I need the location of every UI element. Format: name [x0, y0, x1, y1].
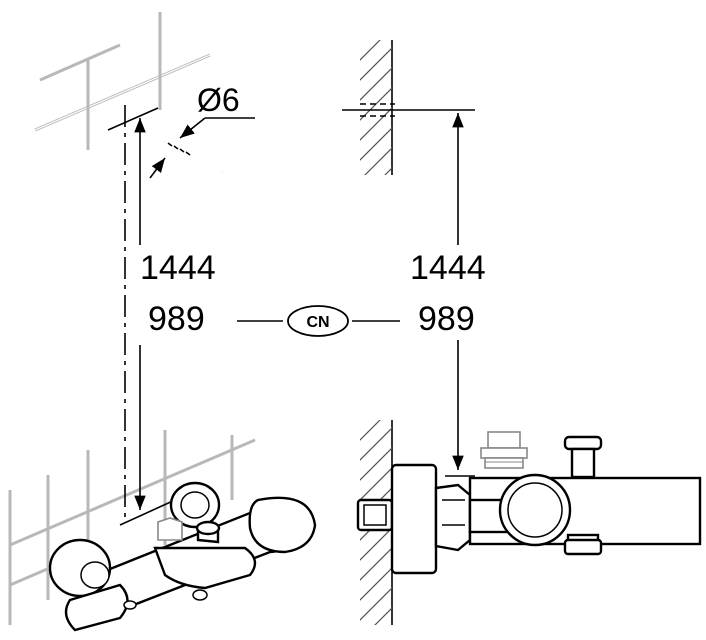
cn-badge-label: CN	[306, 314, 329, 331]
mixer-side-view-illustration	[356, 431, 702, 575]
left-height-989: 989	[148, 300, 205, 338]
drill-diameter-label: Ø6	[197, 82, 240, 118]
wall-tiles-top	[34, 12, 211, 150]
cn-badge	[237, 305, 400, 337]
left-dimension-lines	[107, 105, 176, 526]
drill-bit-icon	[149, 117, 255, 179]
mixer-perspective-illustration	[48, 481, 317, 632]
right-height-989: 989	[418, 300, 475, 338]
left-height-1444: 1444	[140, 249, 216, 287]
wall-section-top	[360, 40, 393, 175]
right-dimension-lines	[342, 103, 475, 477]
wall-tiles-bottom	[8, 430, 256, 625]
right-height-1444: 1444	[410, 249, 486, 287]
